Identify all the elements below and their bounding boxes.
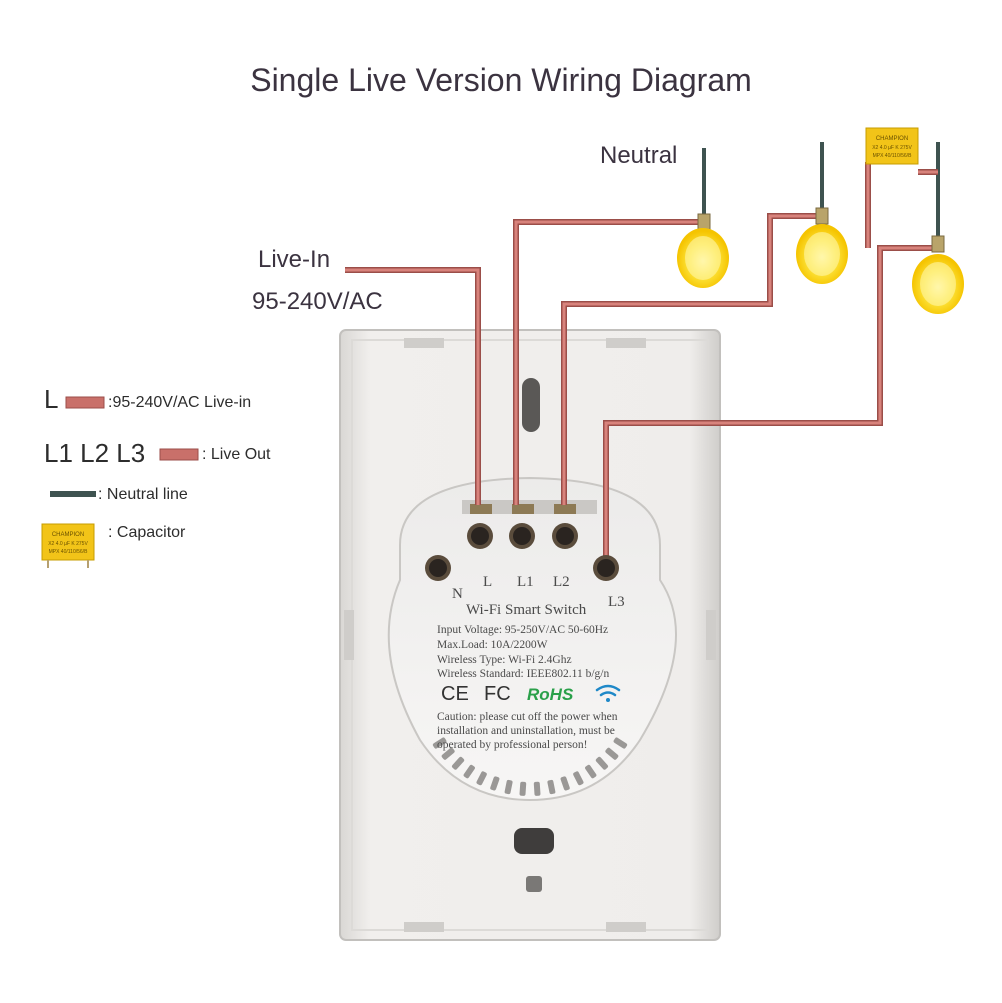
mount-slot-bottom [514,828,554,854]
legend-live-out-swatch [159,448,199,461]
vent-slot [605,747,619,760]
legend-l-symbol: L [44,384,59,414]
legend-capacitor-icon: CHAMPION X2 4.0 µF K 275V MPX 40/110/56/… [41,523,95,568]
terminal-label-l2: L2 [553,574,570,590]
live-wires [345,162,938,565]
vent-slot [519,781,527,796]
page-title: Single Live Version Wiring Diagram [250,62,752,98]
caution-line-2: installation and uninstallation, must be [437,725,615,737]
terminal-l [467,523,493,549]
caution-line-1: Caution: please cut off the power when [437,711,618,723]
vent-slot [451,756,465,770]
terminal-l2 [552,523,578,549]
terminal-label-l1: L1 [517,574,534,590]
legend-live-out-symbol: L1 L2 L3 [44,438,146,468]
spec-input-voltage: Input Voltage: 95-250V/AC 50-60Hz [437,624,609,636]
bulb-1 [677,213,729,288]
spec-wireless-type: Wireless Type: Wi-Fi 2.4Ghz [437,654,572,666]
vent-slot [613,737,628,749]
legend-l-text: :95-240V/AC Live-in [108,394,252,411]
legend-live-out-text: : Live Out [202,446,271,463]
rohs-mark: RoHS [527,685,574,704]
legend-neutral-swatch [50,491,96,497]
terminal-l3 [593,555,619,581]
capacitor-spec-text: X2 4.0 µF K 275V [872,145,912,151]
vent-slot [432,737,447,749]
legend-swatches: CHAMPION X2 4.0 µF K 275V MPX 40/110/56/… [41,396,199,568]
vent-slot [573,771,584,786]
capacitor-brand-text: CHAMPION [876,136,908,142]
terminal-label-l3: L3 [608,594,625,610]
legend-live-in-swatch [65,396,105,409]
bulb-2 [796,207,848,284]
legend-capacitor-spec-2: MPX 40/110/56/B [49,549,88,555]
vent-slot [585,764,597,779]
neutral-label: Neutral [600,142,678,169]
vent-slot [490,776,500,791]
fc-mark: FC [484,683,511,705]
capacitor-spec-text-2: MPX 40/110/56/B [873,153,912,159]
capacitor-component: CHAMPION X2 4.0 µF K 275V MPX 40/110/56/… [865,127,919,165]
switch-name: Wi-Fi Smart Switch [466,602,587,618]
terminal-n [425,555,451,581]
vent-slot [547,779,556,795]
vent-slot [504,779,513,795]
terminal-label-n: N [452,586,463,602]
terminal-label-l: L [483,574,493,590]
wifi-icon [595,684,621,702]
vent-slot [441,747,455,760]
legend-neutral-text: : Neutral line [98,486,188,503]
legend-capacitor-brand: CHAMPION [52,532,84,538]
terminal-l1 [509,523,535,549]
voltage-label: 95-240V/AC [252,288,383,315]
bulb-3 [912,235,964,314]
spec-wireless-standard: Wireless Standard: IEEE802.11 b/g/n [437,668,610,680]
spec-max-load: Max.Load: 10A/2200W [437,639,548,651]
vent-slot [560,776,570,791]
caution-line-3: operated by professional person! [437,739,588,751]
mount-slot-top [522,378,540,432]
live-in-label: Live-In [258,246,331,273]
vent-slot [463,764,475,779]
legend-capacitor-text: : Capacitor [108,524,186,541]
ce-mark: CE [441,683,469,705]
legend-capacitor-spec: X2 4.0 µF K 275V [48,541,88,547]
vent-slot [595,756,609,770]
vent-slot [476,771,487,786]
neutral-wires [702,142,940,240]
terminals [425,523,619,581]
vent-slot [533,781,541,796]
